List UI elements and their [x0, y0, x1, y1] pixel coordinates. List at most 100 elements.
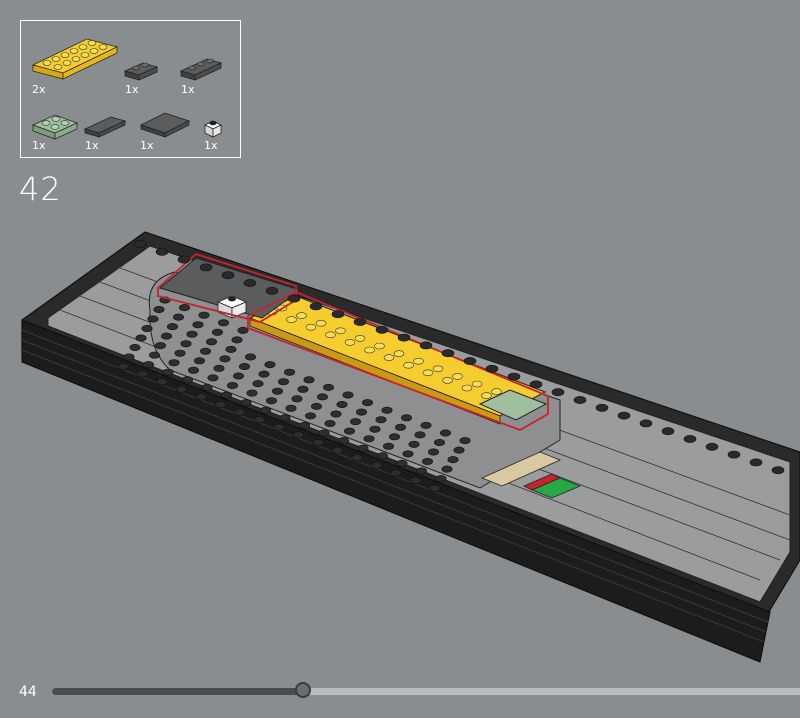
stud — [179, 304, 191, 312]
stud — [402, 450, 414, 458]
stud — [330, 410, 342, 418]
stud — [388, 433, 400, 441]
stud — [393, 350, 405, 357]
stud — [414, 431, 426, 439]
page-number: 44 — [19, 684, 37, 700]
stud — [439, 429, 451, 437]
stud — [318, 429, 330, 437]
progress-handle[interactable] — [294, 682, 311, 698]
stud — [296, 312, 307, 319]
parts-illustrations — [31, 38, 223, 140]
stud — [447, 456, 459, 464]
parts-list-box: 2x 1x 1x 1x 1x 1x 1x — [20, 20, 241, 158]
stud — [442, 377, 453, 384]
stud — [471, 380, 483, 388]
stud — [382, 442, 394, 450]
stud — [357, 444, 369, 452]
stud — [198, 311, 210, 319]
stud — [285, 404, 297, 412]
stud — [129, 343, 141, 351]
stud — [225, 345, 237, 353]
stud — [617, 411, 631, 420]
part-qty-dark-grey-tile-1x3: 1x — [85, 139, 99, 152]
stud — [353, 318, 367, 326]
stud — [195, 393, 207, 401]
stud — [149, 351, 161, 359]
stud — [245, 353, 257, 361]
stud — [213, 364, 225, 372]
stud — [349, 418, 361, 426]
stud — [188, 366, 200, 374]
stud — [335, 327, 346, 335]
stud — [192, 321, 204, 329]
stud — [304, 412, 316, 420]
part-qty-dark-grey-plate-1x2: 1x — [125, 83, 139, 96]
stud — [309, 302, 323, 311]
stud — [441, 349, 455, 358]
stud — [683, 435, 697, 443]
stud — [375, 416, 387, 424]
stud — [227, 381, 239, 389]
stud — [481, 392, 492, 399]
stud — [312, 438, 324, 446]
stud — [259, 406, 271, 414]
stud — [212, 328, 224, 336]
stud — [279, 414, 291, 422]
stud — [661, 427, 675, 436]
stud — [287, 294, 301, 303]
stud — [381, 406, 393, 414]
stud — [291, 395, 303, 403]
stud — [529, 380, 543, 389]
stud — [133, 240, 147, 248]
stud — [343, 427, 355, 435]
part-qty-sand-green-plate: 1x — [32, 139, 46, 152]
stud — [219, 355, 231, 363]
stud — [315, 319, 327, 327]
stud — [351, 454, 363, 462]
stud — [218, 319, 230, 327]
stud — [215, 400, 227, 408]
stud — [573, 396, 587, 404]
stud — [310, 402, 322, 410]
stud — [305, 323, 317, 331]
stud — [137, 370, 149, 378]
progress-fill — [52, 688, 303, 695]
stud — [551, 388, 565, 397]
stud — [254, 416, 266, 424]
stud — [435, 475, 447, 483]
part-dark-grey-plate-1x3-icon — [179, 58, 223, 81]
part-dark-grey-tile-2x3-icon — [139, 112, 191, 138]
stud — [705, 442, 719, 451]
stud — [396, 459, 408, 467]
stud — [354, 335, 366, 342]
progress-track[interactable] — [52, 682, 800, 698]
stud — [155, 247, 169, 256]
stud — [361, 399, 373, 407]
stud — [162, 368, 174, 376]
stud — [376, 452, 388, 460]
part-white-brick-icon — [204, 120, 222, 138]
stud — [639, 419, 653, 428]
stud — [135, 334, 147, 342]
stud — [421, 457, 433, 465]
stud — [233, 372, 245, 380]
stud — [283, 368, 295, 376]
part-yellow-plate-icon — [31, 38, 119, 80]
stud — [297, 385, 309, 393]
stud — [374, 342, 385, 350]
stud — [201, 383, 213, 391]
stud — [419, 341, 433, 350]
stud — [199, 263, 213, 272]
stud — [167, 323, 179, 331]
stud — [394, 423, 406, 431]
stud — [173, 313, 185, 321]
stud — [331, 310, 345, 319]
part-dark-grey-tile-1x3-icon — [83, 116, 127, 138]
stud — [246, 389, 258, 397]
stud — [336, 400, 348, 408]
stud — [485, 364, 499, 373]
stud — [413, 357, 424, 365]
stud — [427, 448, 439, 456]
stud — [415, 467, 427, 475]
stud — [200, 347, 212, 355]
